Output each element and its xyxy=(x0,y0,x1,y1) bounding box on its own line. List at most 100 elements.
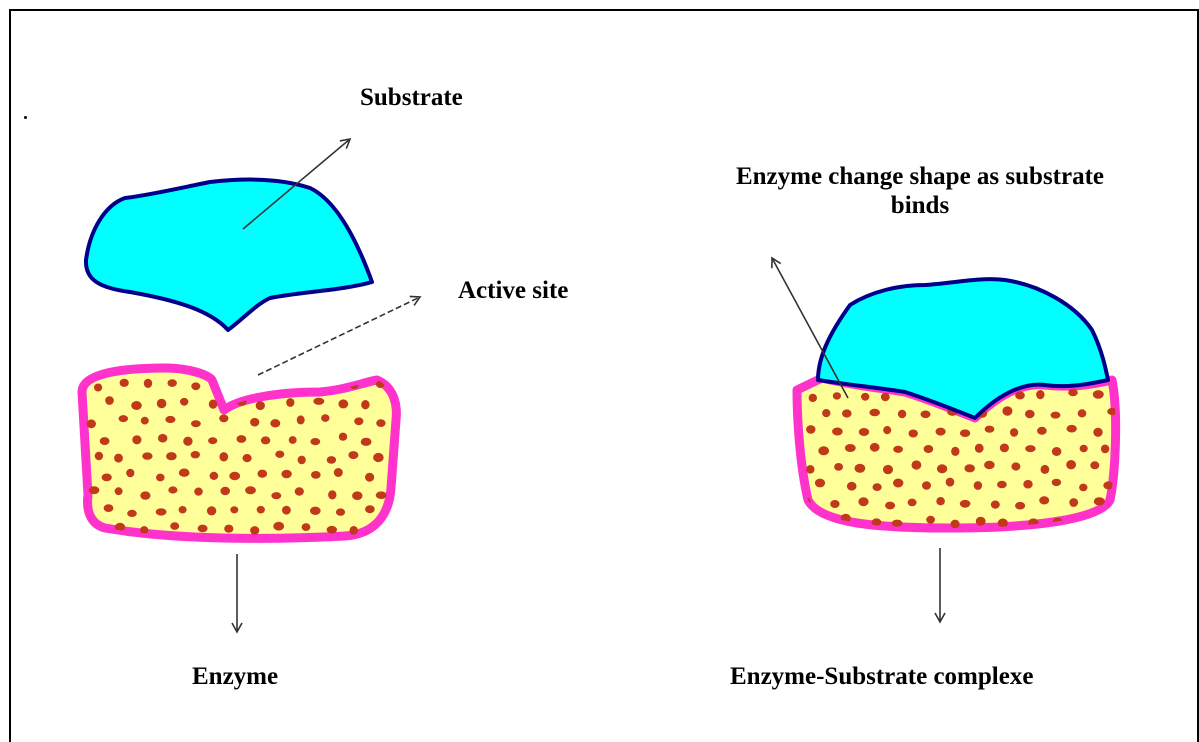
enzyme-dot xyxy=(104,504,114,512)
enzyme-dot xyxy=(822,409,830,417)
enzyme-dot xyxy=(311,471,321,479)
enzyme-dot xyxy=(250,526,259,535)
enzyme-dot xyxy=(809,394,817,402)
enzyme-dot xyxy=(861,393,869,401)
enzyme-dot xyxy=(951,447,959,456)
enzyme-dot xyxy=(156,474,165,482)
enzyme-dot xyxy=(883,465,893,474)
enzyme-dot xyxy=(885,502,895,510)
enzyme-dot xyxy=(922,481,931,490)
enzyme-dot xyxy=(1015,502,1025,510)
enzyme-dot xyxy=(1101,445,1109,454)
stray-dot xyxy=(24,116,27,119)
enzyme-dot xyxy=(194,488,203,496)
enzyme-dot xyxy=(302,523,311,531)
enzyme-dot xyxy=(936,428,946,436)
enzyme-dot xyxy=(219,452,228,461)
enzyme-dot xyxy=(908,499,917,507)
active-site-label: Active site xyxy=(458,277,568,306)
enzyme-dot xyxy=(361,438,372,446)
enzyme-dot xyxy=(1051,412,1061,419)
enzyme-dot xyxy=(1025,445,1035,452)
enzyme-dot xyxy=(310,507,321,515)
enzyme-dot xyxy=(327,526,337,534)
enzyme-dot xyxy=(1078,409,1087,417)
enzyme-dot xyxy=(1002,406,1012,415)
enzyme-dot xyxy=(166,452,177,460)
enzyme-dot xyxy=(898,410,906,418)
shape-change-label: Enzyme change shape as substrate binds xyxy=(720,163,1120,221)
enzyme-dot xyxy=(348,451,358,459)
enzyme-dot xyxy=(119,415,128,422)
enzyme-dot xyxy=(350,526,358,535)
enzyme-dot xyxy=(1039,496,1049,504)
enzyme-dot xyxy=(845,444,856,452)
enzyme-dot xyxy=(946,478,955,487)
enzyme-dot xyxy=(334,468,343,477)
enzyme-dot xyxy=(313,398,324,405)
enzyme-dot xyxy=(376,491,387,499)
enzyme-label: Enzyme xyxy=(192,663,278,692)
enzyme-dot xyxy=(180,398,188,406)
enzyme-dot xyxy=(893,446,903,453)
enzyme-dot xyxy=(168,486,177,493)
enzyme-dot xyxy=(1000,444,1009,453)
enzyme-dot xyxy=(126,469,134,478)
enzyme-dot xyxy=(376,419,385,427)
enzyme-dot xyxy=(997,481,1007,489)
enzyme-dot xyxy=(985,426,995,433)
enzyme-dot xyxy=(1037,427,1047,435)
enzyme-dot xyxy=(912,460,922,469)
enzyme-dot xyxy=(144,379,152,388)
enzyme-dot xyxy=(991,501,1000,509)
substrate-label: Substrate xyxy=(360,84,463,113)
enzyme-dot xyxy=(168,379,177,387)
enzyme-dot xyxy=(833,392,841,399)
enzyme-dot xyxy=(141,417,149,425)
enzyme-dot xyxy=(1010,428,1018,437)
enzyme-dot xyxy=(847,482,857,491)
enzyme-dot xyxy=(858,497,868,506)
enzyme-dot xyxy=(815,479,825,488)
enzyme-dot xyxy=(115,487,123,495)
enzyme-dot xyxy=(94,384,102,392)
enzyme-dot xyxy=(237,435,247,443)
enzyme-dot xyxy=(286,398,294,407)
enzyme-dot xyxy=(339,433,347,441)
enzyme-dot xyxy=(964,464,975,472)
enzyme-dot xyxy=(924,445,934,453)
enzyme-dot xyxy=(936,497,945,505)
enzyme-dot xyxy=(120,379,129,387)
enzyme-dot xyxy=(230,506,238,513)
enzyme-dot xyxy=(1025,410,1035,419)
enzyme-dot xyxy=(256,401,265,410)
enzyme-dot xyxy=(295,487,304,495)
enzyme-dot xyxy=(250,418,259,427)
enzyme-dot xyxy=(170,522,179,530)
enzyme-dot xyxy=(208,437,217,444)
enzyme-dot xyxy=(1104,519,1114,527)
enzyme-dot xyxy=(832,428,843,436)
substrate-shape xyxy=(86,180,372,330)
enzyme-dot xyxy=(207,506,216,515)
enzyme-dot xyxy=(806,465,814,474)
enzyme-dot xyxy=(842,409,852,417)
enzyme-dot xyxy=(229,472,240,480)
enzyme-dot xyxy=(87,419,96,428)
enzyme-dot xyxy=(220,487,230,495)
enzyme-dot xyxy=(191,420,201,427)
enzyme-dot xyxy=(105,396,114,405)
enzyme-dot xyxy=(881,393,890,401)
enzyme-dot xyxy=(191,382,200,390)
enzyme-dot xyxy=(1023,480,1032,489)
enzyme-dot xyxy=(365,473,374,482)
enzyme-dot xyxy=(1041,465,1050,474)
enzyme-dot xyxy=(321,414,329,422)
enzyme-dot xyxy=(361,400,369,409)
enzyme-dot xyxy=(198,525,208,533)
enzyme-dot xyxy=(352,491,362,500)
enzyme-dot xyxy=(1080,445,1088,452)
enzyme-dot xyxy=(298,456,306,465)
enzyme-dot xyxy=(1036,390,1044,399)
enzyme-dot xyxy=(818,446,829,455)
